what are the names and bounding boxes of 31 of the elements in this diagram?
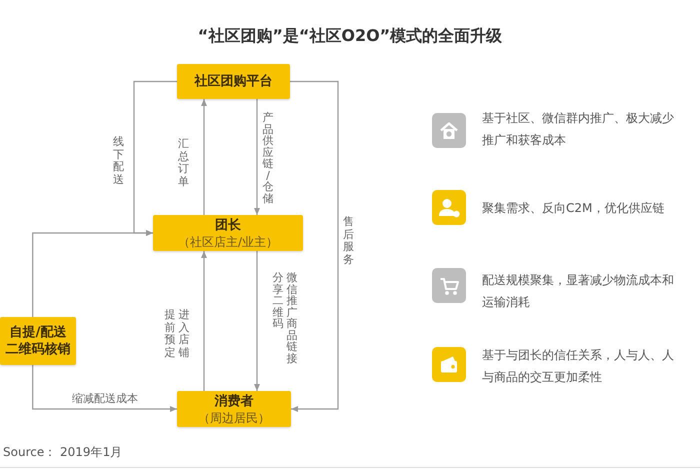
diagram-title: “社区团购”是“社区O2O”模式的全面升级 bbox=[196, 25, 504, 47]
edge-label: 微信推广商品链接分享二维码 bbox=[272, 272, 298, 364]
edge-label: 进入店铺提前预定 bbox=[164, 309, 190, 359]
connector-arrow bbox=[32, 365, 177, 412]
source-note: Source： 2019年1月 bbox=[3, 444, 124, 461]
edge-label: 汇总订单 bbox=[177, 138, 190, 188]
description-text: 基于与团长的信任关系，人与人、人与商品的交互更加柔性 bbox=[482, 347, 675, 386]
connector-arrow bbox=[254, 99, 260, 215]
node-label: 社区团购平台 bbox=[194, 73, 272, 90]
description-text: 配送规模聚集，显著减少物流成本和运输消耗 bbox=[482, 272, 675, 311]
edge-label: 售后服务 bbox=[342, 216, 355, 266]
node-subtitle: （社区店主/业主） bbox=[178, 234, 278, 250]
process-box bbox=[153, 215, 303, 251]
connector-arrow bbox=[290, 80, 339, 412]
node-label: 团长 bbox=[215, 216, 241, 234]
process-box bbox=[0, 317, 76, 365]
node-subtitle: （周边居民） bbox=[198, 410, 270, 426]
connector-arrow bbox=[254, 251, 260, 391]
process-box bbox=[177, 391, 291, 427]
connector-arrow bbox=[201, 251, 207, 391]
description-text: 基于社区、微信群内推广、极大减少推广和获客成本 bbox=[482, 110, 675, 149]
node-label: 自提/配送 bbox=[10, 324, 66, 341]
process-box bbox=[177, 64, 290, 99]
connector-arrow bbox=[201, 99, 207, 215]
edge-label: 线下配送 bbox=[112, 136, 125, 186]
edge-label: 缩减配送成本 bbox=[72, 391, 138, 406]
node-label: 消费者 bbox=[214, 392, 254, 410]
description-text: 聚集需求、反向C2M，优化供应链 bbox=[482, 200, 666, 217]
edge-label: 产品供应链/仓储 bbox=[262, 112, 274, 204]
node-label: 二维码核销 bbox=[6, 341, 70, 358]
connector-arrow bbox=[32, 230, 153, 317]
